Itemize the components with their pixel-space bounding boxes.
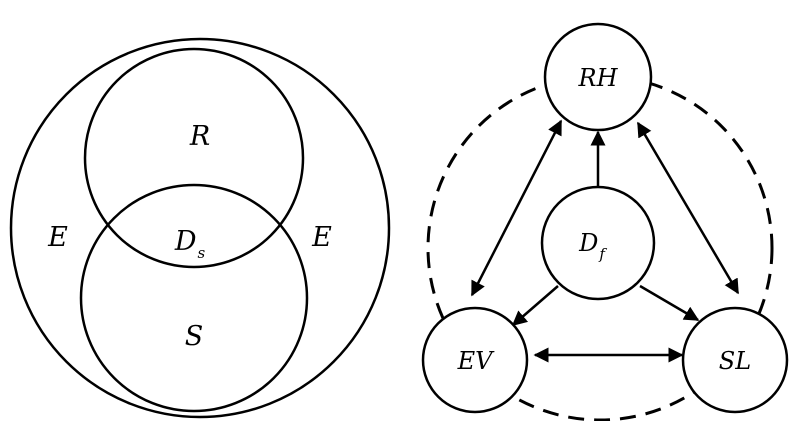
label-sl: SL	[719, 347, 751, 375]
node-sl	[681, 306, 789, 414]
circle-s	[79, 183, 309, 413]
arrow-ev-rh	[470, 119, 563, 297]
label-e-right: E	[311, 222, 332, 253]
outer-circle-e	[9, 37, 391, 419]
arrow-df-to-sl	[639, 284, 700, 322]
circle-r	[83, 47, 305, 269]
node-ev	[421, 306, 529, 414]
label-d-s-main: D	[174, 226, 197, 257]
network-diagram: RH Df EV SL	[421, 22, 789, 421]
label-e-left: E	[47, 222, 68, 253]
venn-diagram: R S E E Ds	[9, 37, 391, 419]
label-d-s: Ds	[174, 226, 206, 262]
arrow-rh-sl	[636, 121, 740, 295]
label-d-f: Df	[578, 229, 607, 263]
label-d-f-subscript: f	[598, 245, 607, 263]
node-df	[540, 185, 656, 301]
label-r: R	[189, 121, 210, 152]
label-d-f-main: D	[578, 229, 598, 257]
label-d-s-subscript: s	[197, 244, 205, 262]
label-rh: RH	[578, 64, 619, 92]
arrow-df-to-ev	[511, 285, 559, 326]
node-rh	[543, 22, 653, 132]
label-ev: EV	[457, 347, 496, 375]
label-s: S	[185, 321, 204, 352]
